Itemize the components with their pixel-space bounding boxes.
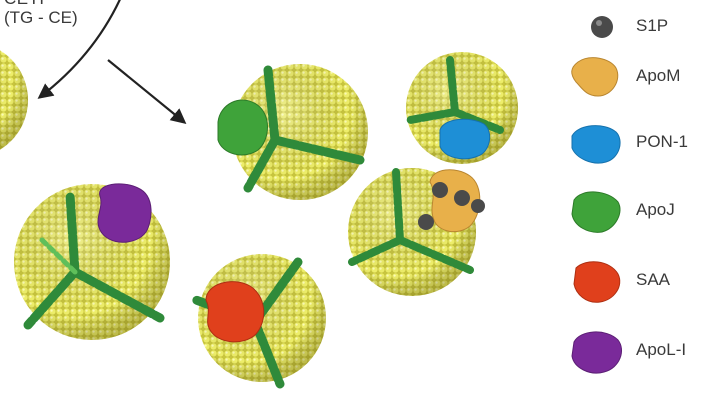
s1p-molecule bbox=[432, 182, 448, 198]
legend-label-pon1: PON-1 bbox=[636, 132, 688, 152]
pon1-blob-icon bbox=[560, 118, 630, 168]
apom-blob-icon bbox=[560, 52, 630, 102]
legend-label-apom: ApoM bbox=[636, 66, 680, 86]
saa-blob-icon bbox=[560, 256, 630, 306]
legend-item-apom: ApoM bbox=[560, 52, 717, 102]
hdl-particle-pon1 bbox=[406, 52, 518, 164]
legend-label-apoj: ApoJ bbox=[636, 200, 675, 220]
legend-item-saa: SAA bbox=[560, 256, 717, 306]
hdl-particle-apoj bbox=[218, 64, 368, 200]
apol-protein bbox=[98, 184, 151, 242]
caption-line-2: (TG - CE) bbox=[4, 8, 78, 28]
legend-item-pon1: PON-1 bbox=[560, 118, 717, 168]
apoj-blob-icon bbox=[560, 186, 630, 236]
s1p-molecule bbox=[418, 214, 434, 230]
hdl-particle-saa bbox=[196, 254, 326, 384]
pon1-protein bbox=[440, 119, 490, 159]
apoj-protein bbox=[218, 100, 268, 155]
legend-item-s1p: S1P bbox=[560, 2, 717, 52]
legend-item-apoj: ApoJ bbox=[560, 186, 717, 236]
s1p-dot-icon bbox=[560, 2, 630, 52]
apol-blob-icon bbox=[560, 326, 630, 376]
legend-item-apol: ApoL-I bbox=[560, 326, 717, 376]
saa-protein bbox=[206, 282, 264, 342]
legend-label-apol: ApoL-I bbox=[636, 340, 686, 360]
legend-label-saa: SAA bbox=[636, 270, 670, 290]
legend-label-s1p: S1P bbox=[636, 16, 668, 36]
hdl-particle-apom bbox=[348, 168, 485, 296]
s1p-molecule bbox=[454, 190, 470, 206]
legend: S1P ApoM PON-1 ApoJ SAA ApoL-I bbox=[560, 0, 717, 397]
hdl-particle-apol bbox=[14, 184, 170, 340]
hdl-particle-partial bbox=[0, 42, 28, 158]
s1p-molecule bbox=[471, 199, 485, 213]
straight-arrow bbox=[108, 60, 184, 122]
